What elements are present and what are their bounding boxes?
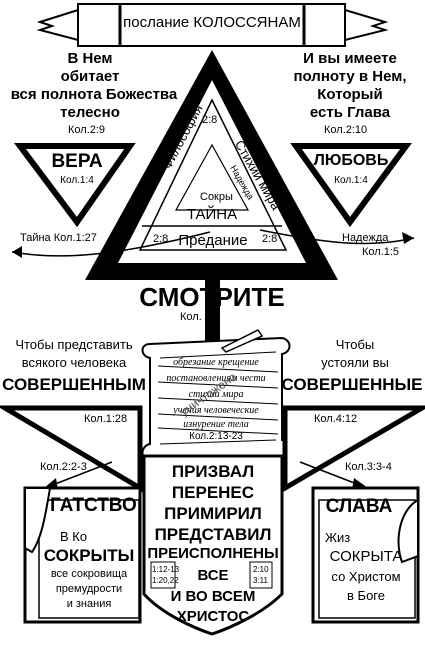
hidden-label: Сокры <box>200 191 233 203</box>
shield-line-2: ПЕРЕНЕС <box>171 483 255 502</box>
love-label: ЛЮБОВЬ <box>313 152 389 169</box>
love-triangle <box>290 143 412 228</box>
nail <box>220 329 264 353</box>
hope-label: Надежда <box>342 232 389 244</box>
right-mid-line-2: устояли вы <box>321 355 389 370</box>
top-right-line-4: есть Глава <box>309 104 391 121</box>
mystery-ref: Тайна Кол.1:27 <box>20 232 97 244</box>
main-triangle-inner <box>118 80 306 263</box>
right-mid-ref: Кол.4:12 <box>314 413 358 425</box>
shield-line-7: И ВО ВСЕМ <box>170 588 256 605</box>
top-right-line-3: Который <box>317 86 383 103</box>
left-box-ref: Кол.2:2-3 <box>40 461 87 473</box>
love-ref: Кол.1:4 <box>334 175 368 186</box>
faith-ref: Кол.1:4 <box>60 175 94 186</box>
scroll-line-4: учения человеческие <box>173 405 259 416</box>
top-left-line-2: обитает <box>60 68 120 85</box>
shield-ref-right-1: 2:10 <box>253 565 269 574</box>
shield-ref-left-1: 1:12-13 <box>152 565 180 574</box>
left-mid-big: СОВЕРШЕННЫМ <box>2 375 146 394</box>
shield-ref-right-2: 3:11 <box>253 576 268 585</box>
top-left-line-3: вся полнота Божества <box>10 86 178 103</box>
right-box-ref: Кол.3:3-4 <box>345 461 392 473</box>
scroll-line-1: обрезание крещение <box>173 357 259 368</box>
triangle-right-ref: 2:8 <box>262 233 278 245</box>
scroll-line-5: изнурение тела <box>183 419 249 430</box>
top-left-ref: Кол.2:9 <box>68 124 106 136</box>
christ-shield <box>142 454 284 636</box>
hope-ref: Кол.1:5 <box>362 246 400 258</box>
faith-triangle <box>14 143 136 228</box>
look-title: СМОТРИТЕ <box>139 282 285 312</box>
top-right-line-1: И вы имеете <box>303 50 397 67</box>
shield-line-1: ПРИЗВАЛ <box>171 462 255 481</box>
glory-line-3: со Христом <box>331 569 401 584</box>
tradition-label: Предание <box>178 232 248 249</box>
right-mid-triangle <box>282 405 425 493</box>
scroll-line-3: стихии мира <box>188 389 244 400</box>
scroll-ref: Кол.2:13-23 <box>189 431 243 442</box>
shield-line-8: ХРИСТОС <box>176 608 250 625</box>
left-mid-line-2: всякого человека <box>21 355 127 370</box>
shield-line-4: ПРЕДСТАВИЛ <box>154 525 272 544</box>
riches-title: ГАТСТВО <box>50 495 137 516</box>
right-mid-big: СОВЕРШЕННЫЕ <box>281 375 423 394</box>
shield-line-5: ПРЕИСПОЛНЕНЫ <box>147 545 279 562</box>
left-mid-triangle <box>0 405 143 493</box>
top-left-line-4: телесно <box>60 104 120 121</box>
shield-line-3: ПРИМИРИЛ <box>164 504 262 523</box>
banner-tail-right <box>344 8 389 42</box>
riches-line-5: и знания <box>66 598 112 610</box>
left-mid-ref: Кол.1:28 <box>84 413 128 425</box>
triangle-top-ref: 2:8 <box>202 114 218 126</box>
page-title: послание КОЛОССЯНАМ <box>123 14 301 31</box>
left-mid-line-1: Чтобы представить <box>15 337 133 352</box>
top-left-line-1: В Нем <box>67 50 113 67</box>
shield-line-6: ВСЕ <box>197 567 229 584</box>
riches-line-4: премудрости <box>55 583 123 595</box>
mystery-label: ТАЙНА <box>186 206 238 223</box>
riches-box <box>23 486 142 624</box>
riches-line-2: СОКРЫТЫ <box>43 546 135 565</box>
glory-line-1: Жиз <box>325 530 351 545</box>
right-mid-line-1: Чтобы <box>335 337 375 352</box>
top-right-ref: Кол.2:10 <box>324 124 368 136</box>
top-right-line-2: полноту в Нем, <box>293 68 407 85</box>
glory-line-4: в Боге <box>347 588 385 603</box>
riches-line-1: В Ко <box>60 529 88 544</box>
shield-ref-left-2: 1:20,22 <box>152 576 179 585</box>
glory-title: СЛАВА <box>325 496 393 517</box>
look-ref: Кол. 2:8 <box>180 311 221 323</box>
glory-line-2: СОКРЫТА <box>329 548 403 565</box>
banner-tail-left <box>36 8 79 42</box>
riches-line-3: все сокровища <box>50 568 128 580</box>
scroll-line-2: постановлениям чести <box>166 373 266 384</box>
faith-label: ВЕРА <box>51 151 103 172</box>
triangle-left-ref: 2:8 <box>153 233 169 245</box>
